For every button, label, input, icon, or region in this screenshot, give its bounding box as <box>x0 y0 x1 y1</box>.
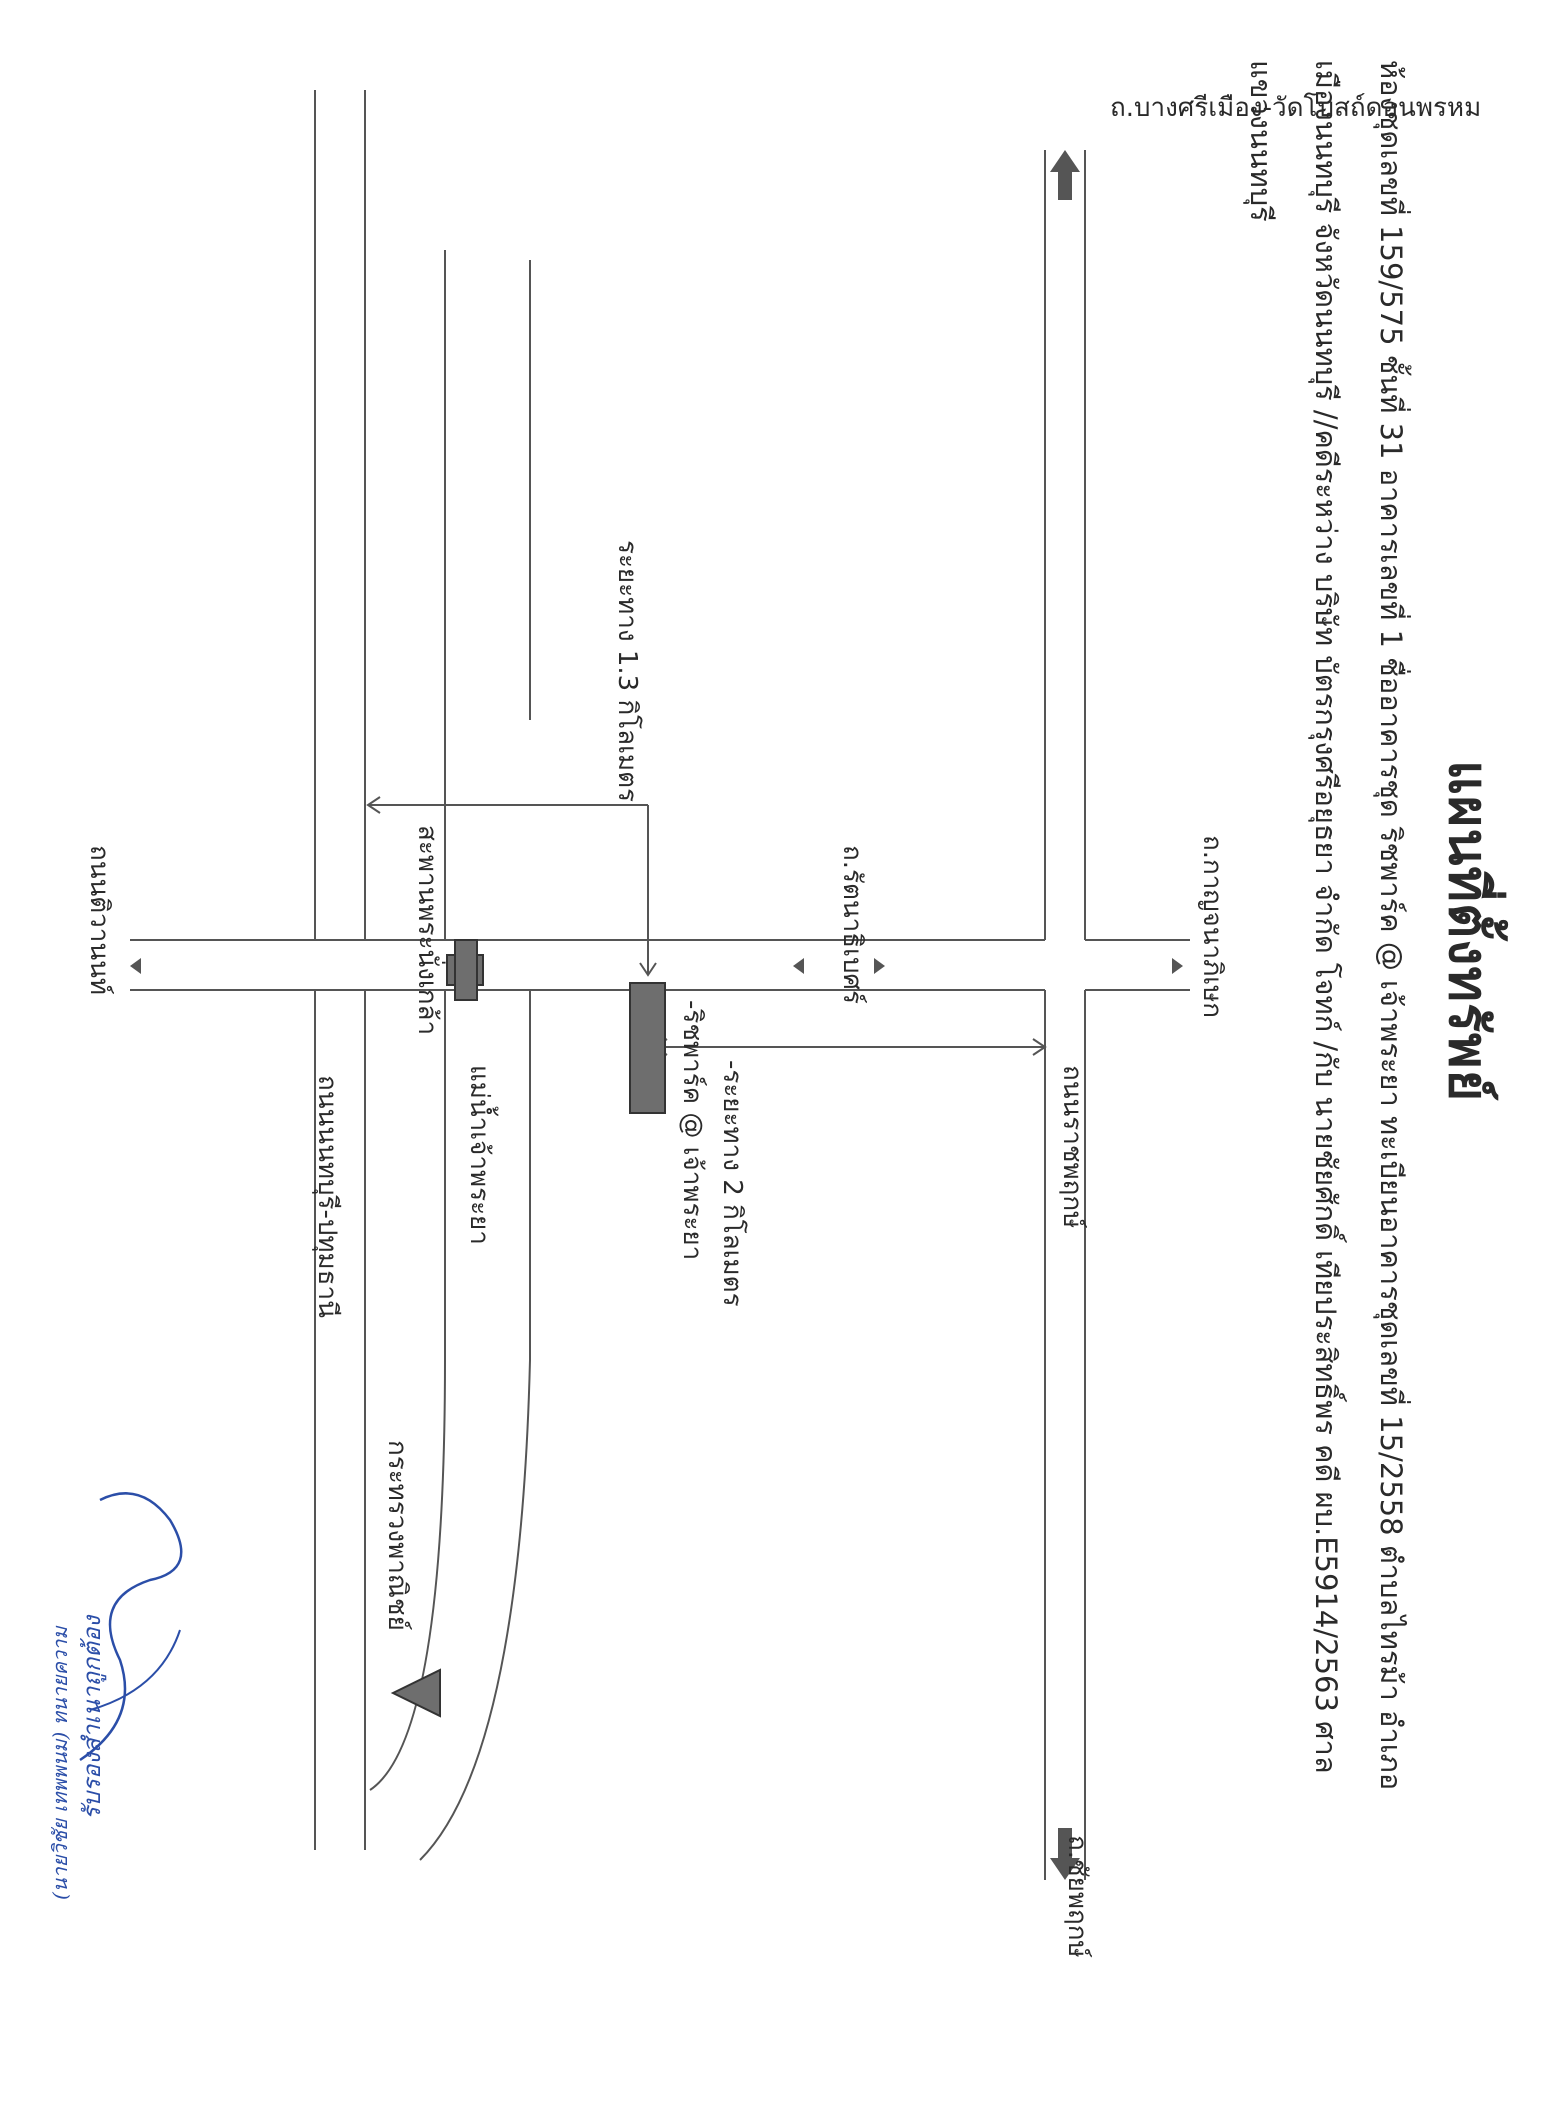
river-label: แม่น้ำเจ้าพระยา <box>464 1065 494 1245</box>
distance-lines <box>366 796 1047 1056</box>
road-rattanathibet-label: ถ.รัตนาธิเบศร์ <box>837 845 867 1004</box>
road-chaiyaphruek-label: ถ.ชัยพฤกษ์ <box>1062 1835 1092 1958</box>
road-ratchaphruek <box>1044 990 1086 1880</box>
road-rattanathibet <box>130 939 1190 991</box>
arrow-south <box>1050 1858 1080 1880</box>
direction-arrows <box>130 150 1183 1880</box>
arrow-left-rattanathibet <box>793 958 804 974</box>
ministry-label: กระทรวงพาณิชย์ <box>382 1440 412 1631</box>
header-line-3: แขวงนนทบุรี <box>1244 60 1278 222</box>
chao-phraya-river <box>369 250 531 1861</box>
road-bangsri-label: ถ.บางศรีเมือง-วัดโบสถ์ดอนพรหม <box>1110 93 1482 123</box>
arrow-right-rattanathibet <box>874 958 885 974</box>
property-label: -ริชพาร์ค @ เจ้าพระยา <box>677 1000 707 1261</box>
signature-scribble <box>79 1492 183 1762</box>
arrow-north <box>1050 150 1080 172</box>
road-kanchana-label: ถ.กาญจนาภิเษก <box>1197 835 1227 1019</box>
bridge-symbol <box>446 939 484 1001</box>
ministry-marker <box>390 1668 441 1718</box>
road-ratchaphruek-label: ถนนราชพฤกษ์ <box>1057 1065 1087 1229</box>
road-bangsri-north <box>1044 150 1086 940</box>
bridge-label: สะพานพระนั่งเกล้า <box>412 825 442 1036</box>
header-line-1: ห้องชุดเลขที่ 159/575 ชั้นที่ 31 อาคารเล… <box>1374 60 1408 1791</box>
map-title: แผนที่ตั้งทรัพย์ <box>1437 760 1500 1103</box>
distance-2-label: -ระยะทาง 2 กิโลเมตร <box>717 1060 747 1307</box>
property-marker <box>629 982 666 1114</box>
road-nonthaburi <box>314 90 366 1850</box>
arrow-east-kanchana <box>1172 958 1183 974</box>
header-line-2: เมืองนนทบุรี จังหวัดนนทบุรี //คดีระหว่าง… <box>1309 60 1343 1774</box>
arrow-west <box>130 958 141 974</box>
road-nonthaburi-label-2: ถนนติวานนท์ <box>84 845 114 996</box>
distance-1-label: ระยะทาง 1.3 กิโลเมตร <box>612 540 642 802</box>
road-nonthaburi-label-1: ถนนนนทบุรี-ปทุมธานี <box>312 1075 342 1318</box>
